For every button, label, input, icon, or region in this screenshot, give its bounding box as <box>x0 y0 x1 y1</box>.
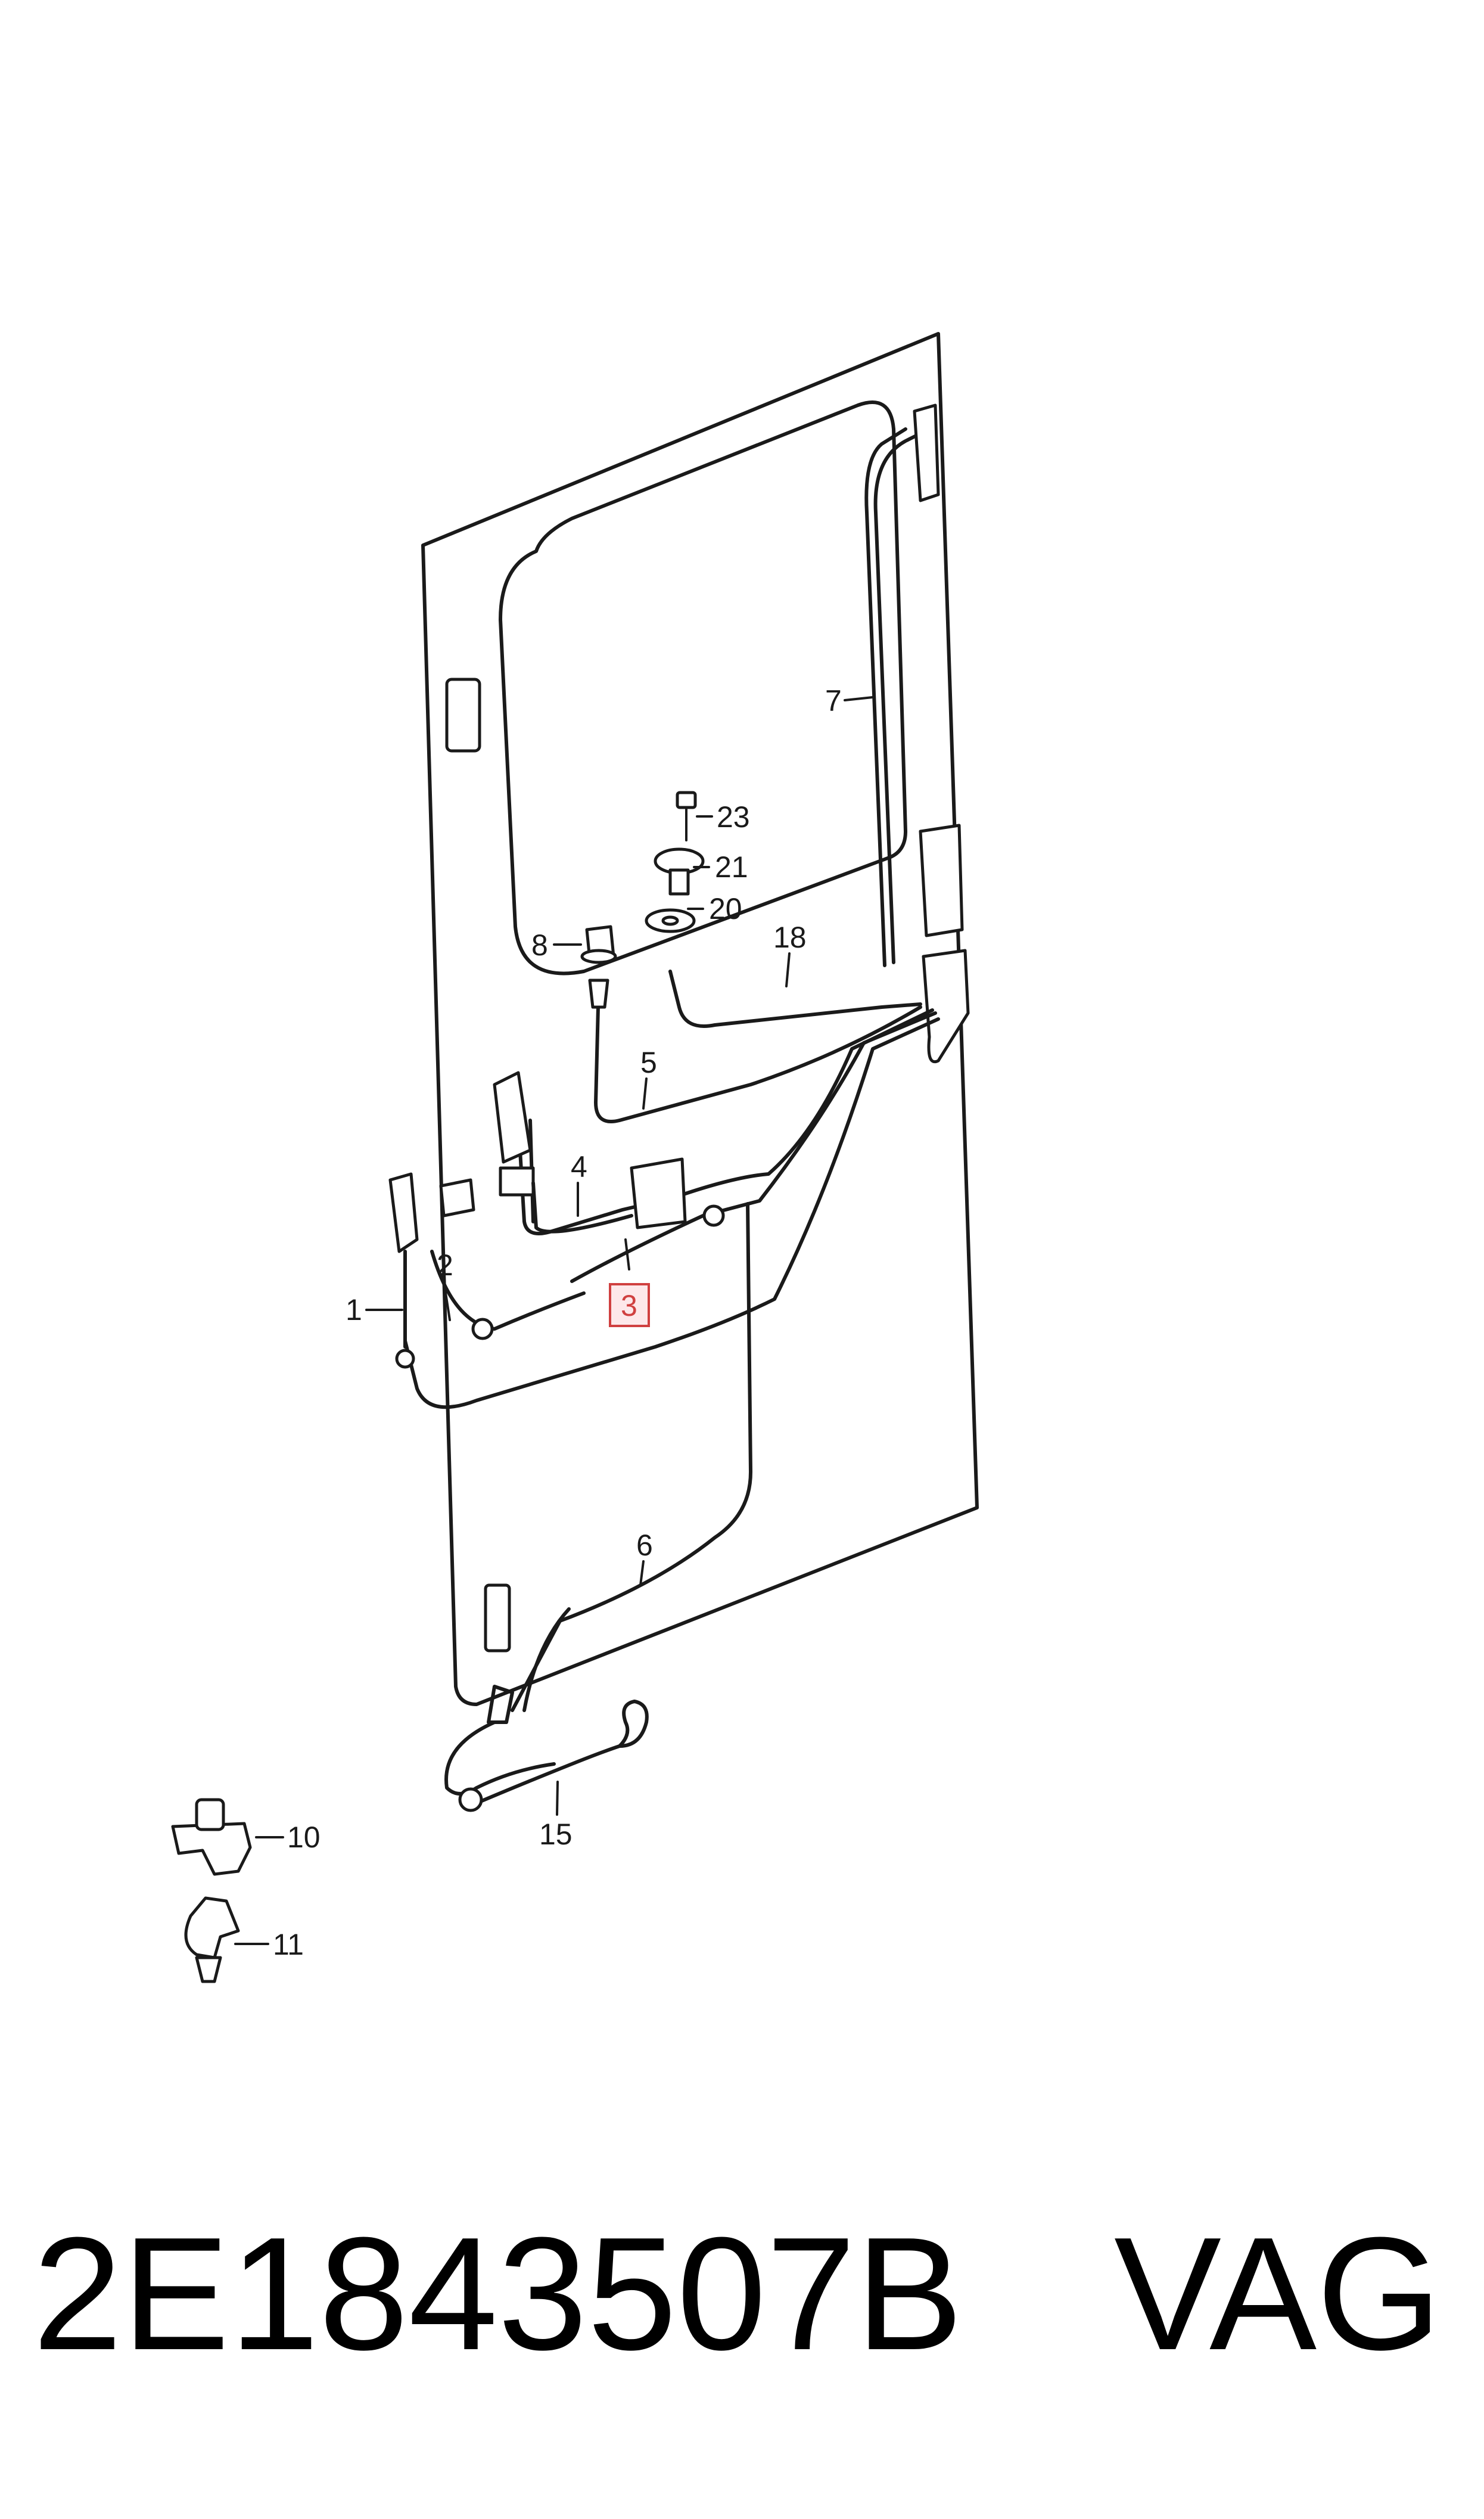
part-11 <box>184 1896 240 1983</box>
callout-10: 10 <box>287 1821 321 1854</box>
harness-3 <box>395 1008 940 1409</box>
callout-4: 4 <box>571 1150 587 1184</box>
part-8 <box>580 925 617 964</box>
door-panel <box>421 332 979 1706</box>
harness-6-b <box>522 1607 571 1712</box>
callout-7: 7 <box>825 684 842 718</box>
brand-label: VAG <box>1114 2204 1442 2384</box>
callout-20: 20 <box>709 892 742 925</box>
connector-5-plug <box>588 979 609 1009</box>
callout-3: 3 <box>621 1289 637 1322</box>
leader-lines <box>234 696 874 1945</box>
part-10 <box>171 1798 252 1876</box>
callout-2: 2 <box>437 1248 453 1282</box>
part-21 <box>654 847 705 896</box>
footer: 2E1843507B VAG <box>0 2205 1484 2384</box>
part-number: 2E1843507B <box>33 2204 963 2384</box>
callout-21: 21 <box>715 850 748 884</box>
callout-23: 23 <box>717 800 750 834</box>
callouts: 1 2 3 4 5 6 7 8 10 11 15 18 20 21 23 <box>273 684 842 1961</box>
switch-4 <box>493 1071 633 1234</box>
callout-1: 1 <box>346 1293 362 1327</box>
callout-3-highlight: 3 <box>609 1283 650 1327</box>
callout-18: 18 <box>773 921 807 954</box>
harness-18 <box>668 970 922 1028</box>
part-20 <box>645 908 696 933</box>
lock-harness-7 <box>864 403 970 1064</box>
callout-6: 6 <box>636 1529 653 1562</box>
switch-1 <box>388 1172 475 1349</box>
harness-5 <box>594 981 922 1123</box>
harness-15 <box>444 1685 649 1812</box>
callout-11: 11 <box>273 1928 304 1961</box>
callout-8: 8 <box>531 928 548 962</box>
callout-15: 15 <box>539 1818 573 1851</box>
harness-6 <box>511 1202 752 1712</box>
callout-5: 5 <box>640 1046 657 1079</box>
part-23 <box>676 791 697 841</box>
